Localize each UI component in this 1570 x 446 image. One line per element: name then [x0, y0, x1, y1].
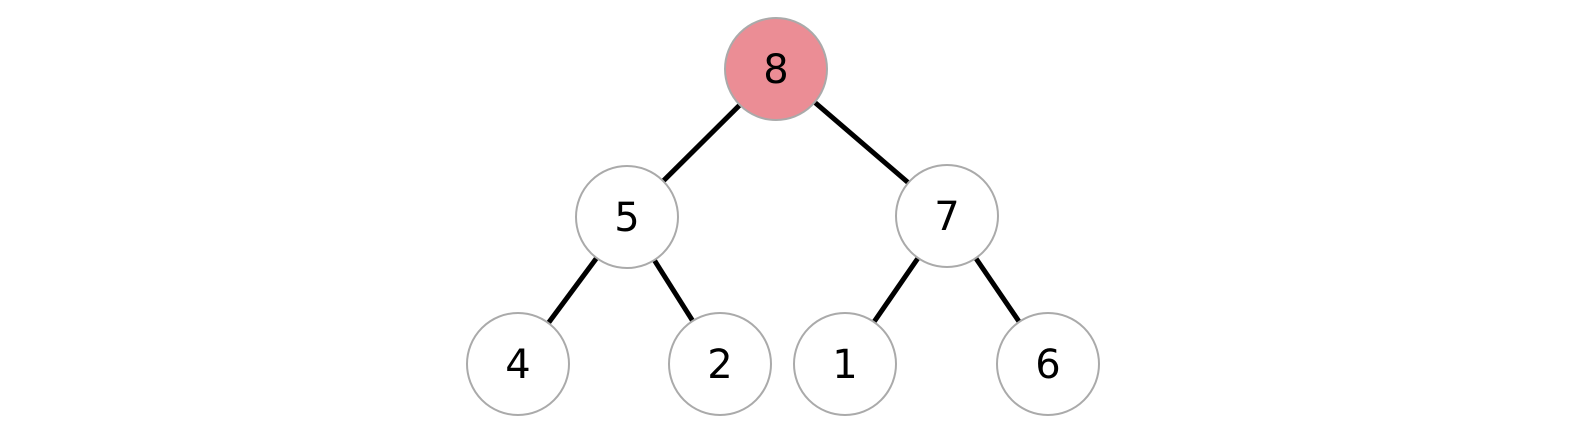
tree-node-8[interactable]: 8	[724, 17, 828, 121]
node-circle[interactable]	[793, 312, 897, 416]
node-circle-highlighted[interactable]	[724, 17, 828, 121]
node-label: 1	[832, 342, 857, 388]
node-circle[interactable]	[575, 165, 679, 269]
node-circle[interactable]	[996, 312, 1100, 416]
tree-node-5[interactable]: 5	[575, 165, 679, 269]
tree-node-4[interactable]: 4	[466, 312, 570, 416]
node-label: 8	[763, 47, 788, 93]
tree-edge	[973, 256, 1022, 324]
tree-edge	[546, 256, 599, 325]
nodes-layer: 8 5 7 4 2 1 6	[466, 17, 1100, 416]
node-label: 7	[934, 194, 959, 240]
tree-node-7[interactable]: 7	[895, 164, 999, 268]
node-circle[interactable]	[466, 312, 570, 416]
node-label: 6	[1035, 342, 1060, 388]
tree-node-1[interactable]: 1	[793, 312, 897, 416]
node-label: 4	[505, 342, 530, 388]
tree-edge	[813, 100, 910, 185]
tree-node-6[interactable]: 6	[996, 312, 1100, 416]
tree-node-2[interactable]: 2	[668, 312, 772, 416]
node-label: 5	[614, 195, 639, 241]
node-label: 2	[707, 342, 732, 388]
tree-edge	[871, 256, 921, 324]
tree-edge	[652, 258, 695, 323]
tree-edge	[661, 103, 742, 183]
edges-layer	[546, 100, 1022, 325]
node-circle[interactable]	[668, 312, 772, 416]
node-circle[interactable]	[895, 164, 999, 268]
